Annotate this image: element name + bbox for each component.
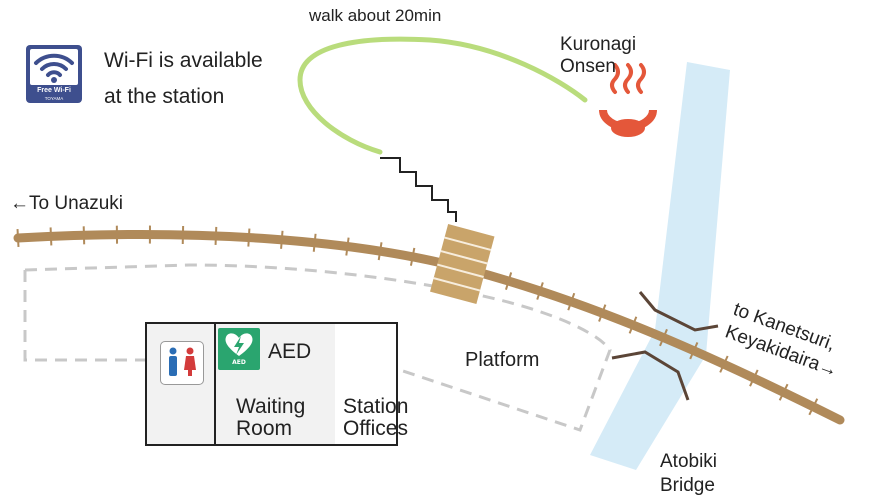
wifi-badge-text: Free Wi-Fi	[37, 87, 71, 94]
onsen-label-line2: Onsen	[560, 56, 616, 77]
platform-label: Platform	[465, 349, 540, 371]
waiting-room-line2: Room	[236, 417, 293, 440]
wifi-availability-text: Wi-Fi is available at the station	[104, 43, 263, 115]
staircase	[380, 157, 457, 222]
footbridge	[430, 224, 495, 305]
bridge-railing-upper	[638, 291, 719, 332]
bridge-label-line1: Atobiki	[660, 451, 718, 472]
railway-tie	[659, 328, 668, 347]
railway-tie	[345, 237, 350, 256]
railway-tie	[247, 228, 251, 247]
railway-tie	[409, 247, 416, 266]
waiting-room-line1: Waiting	[236, 395, 306, 418]
railway-tie	[214, 226, 218, 246]
railway-tie	[312, 233, 317, 252]
railway-tie	[719, 355, 729, 373]
station-offices-label: Station Offices	[343, 396, 408, 440]
railway-tie	[536, 282, 544, 300]
restroom-icon	[160, 341, 204, 385]
wifi-text-line2: at the station	[104, 85, 225, 108]
railway-tie	[280, 230, 284, 249]
direction-left-label: ←To Unazuki	[10, 193, 123, 214]
aed-icon: AED	[218, 328, 260, 370]
railway-tie	[778, 383, 789, 401]
wifi-badge-subtext: TOYAMA	[44, 96, 64, 101]
railway-tie	[49, 227, 53, 246]
hot-spring-icon	[599, 63, 657, 137]
platform-outline-left	[23, 270, 145, 362]
restroom-area	[145, 322, 216, 446]
station-offices: Station Offices	[335, 322, 408, 446]
wifi-icon	[30, 49, 78, 85]
railway-tie	[808, 398, 819, 416]
railway-tie	[689, 342, 699, 360]
waiting-room-label: Waiting Room	[236, 396, 305, 440]
platform-outline	[24, 263, 612, 432]
onsen-label-line1: Kuronagi	[560, 34, 637, 55]
railway-tie	[567, 292, 576, 311]
free-wifi-badge: Free Wi-Fi TOYAMA	[26, 45, 82, 103]
bridge-railing-lower	[611, 350, 690, 401]
railway-ties	[16, 225, 819, 416]
wifi-text-line1: Wi-Fi is available	[104, 49, 263, 72]
station-building: AED AED Waiting Room Station Offices	[145, 322, 408, 446]
onsen-label: Kuronagi Onsen	[560, 34, 636, 78]
railway-tie	[505, 272, 513, 290]
walk-path	[297, 36, 588, 155]
railway-tie	[598, 304, 607, 322]
railway-tie	[16, 228, 20, 248]
aed-badge-text: AED	[232, 359, 246, 366]
bridge-label-line2: Bridge	[660, 475, 715, 496]
station-offices-line1: Station	[343, 395, 409, 418]
railway-tie	[377, 242, 383, 261]
walk-time-label: walk about 20min	[309, 6, 442, 25]
railway-tie	[628, 316, 638, 334]
station-offices-line2: Offices	[343, 417, 408, 440]
river	[590, 62, 730, 470]
waiting-room: AED AED Waiting Room	[214, 322, 337, 446]
aed-label: AED	[268, 340, 312, 363]
railway-tie	[749, 369, 759, 387]
bridge-label: Atobiki Bridge	[660, 450, 717, 498]
